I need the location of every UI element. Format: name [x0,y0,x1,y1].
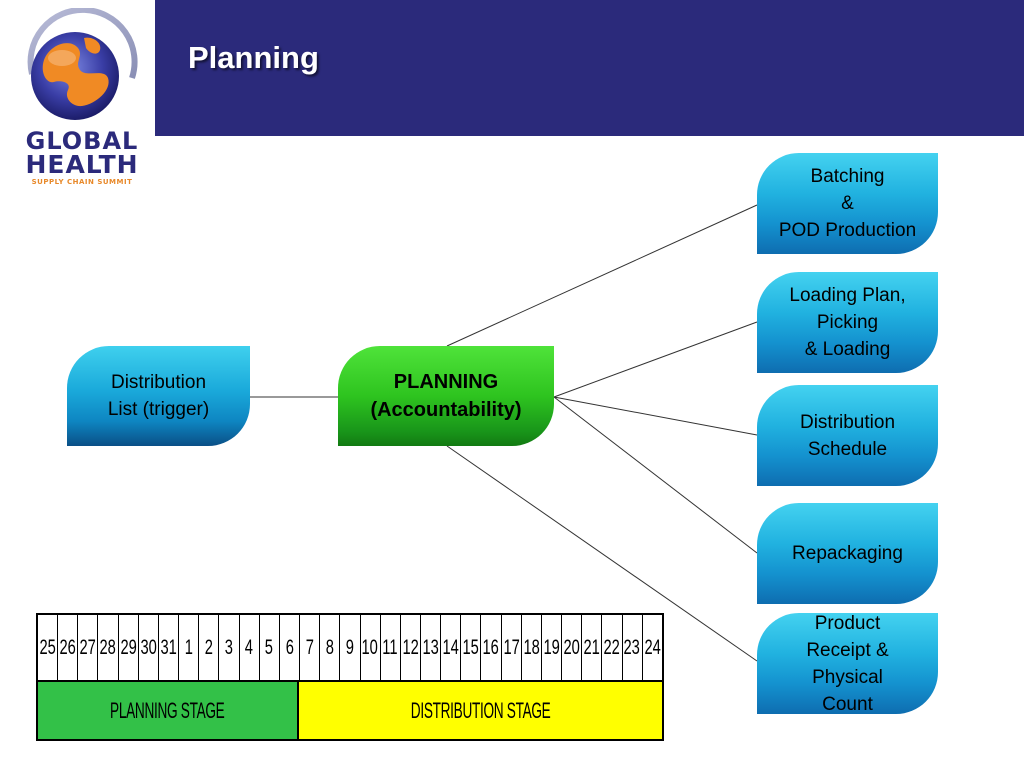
timeline-day-label: 6 [285,635,294,659]
timeline-day-label: 27 [79,635,97,659]
timeline-day-label: 30 [140,635,157,659]
output-node-label: Distribution Schedule [799,411,896,460]
planning-stage-label: PLANNING STAGE [110,697,225,723]
timeline-day-label: 31 [160,635,177,659]
timeline-day-cell: 24 [643,615,662,680]
timeline-day-label: 11 [382,635,398,659]
timeline-day-cell: 9 [340,615,361,680]
output-node-label: Repackaging [792,543,903,564]
timeline-day-label: 1 [184,635,193,659]
timeline-day-cell: 8 [320,615,341,680]
timeline-day-label: 9 [345,635,355,659]
timeline-day-cell: 6 [280,615,301,680]
timeline-day-label: 16 [482,635,500,659]
timeline-day-label: 12 [402,635,419,659]
timeline-day-cell: 3 [219,615,240,680]
timeline-day-cell: 19 [542,615,563,680]
timeline-day-label: 28 [99,635,117,659]
timeline-day-label: 20 [563,635,580,659]
connector-loading [553,321,758,398]
timeline-day-label: 4 [245,635,254,659]
timeline-day-label: 13 [422,635,439,659]
timeline-day-cell: 18 [522,615,542,680]
timeline-day-cell: 14 [441,615,462,680]
connector-batching [446,204,758,347]
output-node-repackaging: Repackaging [757,503,938,604]
timeline-day-label: 24 [644,635,661,659]
timeline-day-label: 15 [462,635,480,659]
global-health-logo: GLOBAL HEALTH SUPPLY CHAIN SUMMIT [12,8,152,190]
output-node-label: Loading Plan, Picking & Loading [789,285,906,360]
timeline-day-label: 21 [583,635,600,659]
timeline-day-cell: 21 [582,615,603,680]
timeline-day-cell: 17 [502,615,522,680]
timeline-day-cell: 28 [98,615,119,680]
timeline-day-cell: 27 [78,615,99,680]
timeline-day-label: 26 [59,635,76,659]
timeline-day-label: 3 [224,635,234,659]
slide-title: Planning [188,40,319,75]
output-node-schedule: Distribution Schedule [757,385,938,486]
timeline-day-cell: 5 [260,615,280,680]
trigger-node-label: Distribution List (trigger) [107,372,210,420]
timeline-day-cell: 4 [240,615,260,680]
timeline-day-label: 23 [623,635,641,659]
distribution-stage-cell: DISTRIBUTION STAGE [299,682,662,739]
globe-logo-icon [27,8,138,120]
planning-center-node: PLANNING (Accountability) [338,346,554,446]
timeline-day-label: 25 [39,635,56,659]
timeline-day-cell: 2 [199,615,220,680]
logo-text-global: GLOBAL [25,127,139,155]
output-node-label: Product Receipt & Physical Count [806,612,889,715]
timeline-day-cell: 10 [361,615,381,680]
output-node-batching: Batching & POD Production [757,153,938,254]
timeline-day-cell: 31 [159,615,180,680]
output-node-loading: Loading Plan, Picking & Loading [757,272,938,373]
timeline-day-cell: 12 [401,615,421,680]
timeline-day-cell: 20 [562,615,583,680]
timeline-day-label: 5 [265,635,274,659]
connector-repackaging [553,396,758,554]
distribution-stage-label: DISTRIBUTION STAGE [410,697,551,723]
timeline-stages-row: PLANNING STAGE DISTRIBUTION STAGE [38,680,662,739]
connector-receipt [446,445,758,662]
timeline-day-cell: 29 [119,615,139,680]
timeline-day-label: 10 [361,635,379,659]
planning-center-label: PLANNING (Accountability) [370,371,522,421]
header-bar [155,0,1024,136]
timeline-day-cell: 23 [623,615,643,680]
timeline-day-label: 2 [204,635,213,659]
timeline-day-cell: 15 [461,615,482,680]
timeline-day-label: 19 [543,635,560,659]
timeline-day-label: 7 [305,635,314,659]
timeline-day-label: 29 [120,635,137,659]
timeline-day-cell: 26 [58,615,79,680]
output-node-label: Batching & POD Production [778,166,917,241]
timeline-day-cell: 16 [481,615,502,680]
timeline-day-cell: 22 [602,615,623,680]
timeline-day-cell: 7 [300,615,321,680]
timeline-day-cell: 1 [179,615,200,680]
trigger-node: Distribution List (trigger) [67,346,250,446]
timeline-day-cell: 30 [139,615,159,680]
timeline-day-label: 14 [442,635,459,659]
timeline-day-label: 22 [603,635,621,659]
logo-text-health: HEALTH [25,150,139,179]
timeline-day-label: 17 [503,635,520,659]
connector-schedule [553,396,758,436]
planning-stage-cell: PLANNING STAGE [38,682,299,739]
output-node-receipt: Product Receipt & Physical Count [757,613,938,715]
logo-text-summit: SUPPLY CHAIN SUMMIT [31,178,133,186]
timeline-day-cell: 11 [381,615,401,680]
timeline-day-label: 8 [325,635,334,659]
timeline-day-label: 18 [523,635,540,659]
timeline-day-cell: 25 [38,615,59,680]
timeline-day-cell: 13 [421,615,442,680]
